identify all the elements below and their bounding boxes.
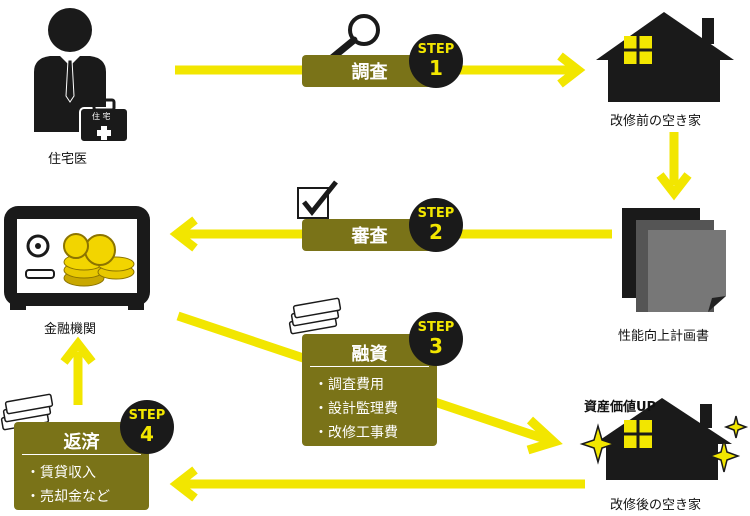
- step2-badge: STEP 2: [409, 198, 463, 252]
- step3-label: 融資: [310, 334, 429, 367]
- safe-icon: [4, 206, 150, 310]
- sparkle-icon: [579, 415, 749, 473]
- step4-box: 返済 賃貸収入 売却金など: [14, 422, 149, 510]
- step2-pill: 審査: [302, 219, 437, 251]
- arrow-step4: [169, 466, 585, 502]
- step4-badge: STEP 4: [120, 400, 174, 454]
- step3-item: 設計監理費: [314, 397, 437, 421]
- money-icon: [288, 297, 342, 335]
- doctor-icon: [34, 8, 129, 143]
- step3-items: 調査費用 設計監理費 改修工事費: [302, 373, 437, 445]
- house-after-label: 改修後の空き家: [610, 498, 702, 513]
- step3-badge: STEP 3: [409, 312, 463, 366]
- house-before-label: 改修前の空き家: [610, 114, 702, 129]
- step2-word: STEP: [417, 206, 455, 221]
- doctor-label: 住宅医: [48, 152, 88, 167]
- step3-box: 融資 調査費用 設計監理費 改修工事費: [302, 334, 437, 446]
- house-before-icon: [596, 12, 734, 102]
- step3-item: 改修工事費: [314, 421, 437, 445]
- bank-label: 金融機関: [44, 322, 97, 337]
- step4-item: 賃貸収入: [26, 461, 149, 485]
- step4-items: 賃貸収入 売却金など: [14, 461, 149, 509]
- step2-number: 2: [429, 220, 443, 244]
- house-after-icon: [594, 398, 732, 480]
- bag-text: 住 宅: [92, 112, 111, 121]
- step4-word: STEP: [128, 408, 166, 423]
- checkbox-icon: [297, 180, 338, 219]
- step4-label: 返済: [22, 422, 141, 455]
- step1-label: 調査: [351, 62, 388, 83]
- arrow-before-to-plan: [656, 132, 692, 201]
- plan-documents-icon: [622, 208, 726, 312]
- value-up-label: 資産価値UP: [584, 400, 657, 415]
- step1-word: STEP: [417, 42, 455, 57]
- step3-item: 調査費用: [314, 373, 437, 397]
- step2-label: 審査: [351, 226, 388, 247]
- step3-word: STEP: [417, 320, 455, 335]
- step1-badge: STEP 1: [409, 34, 463, 88]
- step4-item: 売却金など: [26, 485, 149, 509]
- plan-label: 性能向上計画書: [618, 329, 710, 344]
- arrow-repay-to-bank: [60, 336, 96, 405]
- step4-number: 4: [140, 422, 154, 446]
- step1-number: 1: [429, 56, 443, 80]
- magnifier-icon: [328, 14, 380, 62]
- step3-number: 3: [429, 334, 443, 358]
